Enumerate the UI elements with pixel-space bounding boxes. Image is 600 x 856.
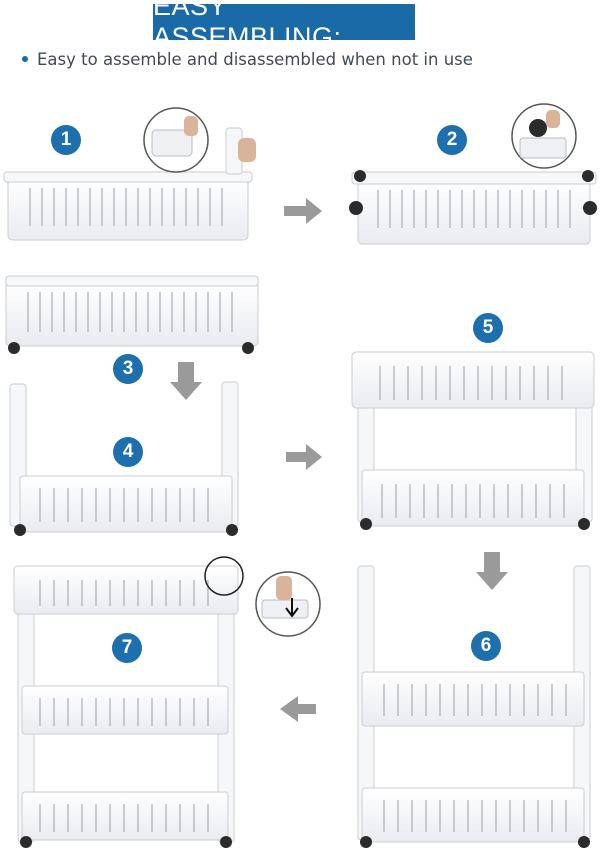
step5-cart (351, 351, 595, 530)
step6-cart (357, 565, 591, 848)
arrow-right-icon (284, 198, 322, 224)
step7-detail-zoom (255, 571, 321, 637)
step-badge-7: 7 (112, 633, 142, 663)
step4-frame (9, 381, 239, 536)
step1-detail-zoom (143, 107, 209, 173)
step-badge-1: 1 (51, 125, 81, 155)
step2-detail-zoom (511, 103, 577, 169)
arrow-down-icon (170, 362, 202, 400)
title-banner: EASY ASSEMBLING: (153, 0, 415, 52)
step3-basket (5, 275, 259, 354)
page-title: EASY ASSEMBLING: (153, 0, 342, 52)
step1-basket (3, 127, 256, 241)
subtitle-text: Easy to assemble and disassembled when n… (37, 49, 473, 69)
step-badge-4: 4 (113, 437, 143, 467)
arrow-right-icon (286, 444, 322, 470)
step-badge-3: 3 (113, 354, 143, 384)
arrow-left-icon (280, 696, 316, 722)
subtitle: Easy to assemble and disassembled when n… (22, 46, 582, 72)
step-badge-2: 2 (437, 125, 467, 155)
bullet-icon (22, 56, 28, 62)
step7-cart (13, 556, 244, 848)
arrow-down-icon (476, 552, 508, 590)
step-badge-6: 6 (471, 631, 501, 661)
step-badge-5: 5 (473, 313, 503, 343)
step2-basket (349, 170, 597, 245)
